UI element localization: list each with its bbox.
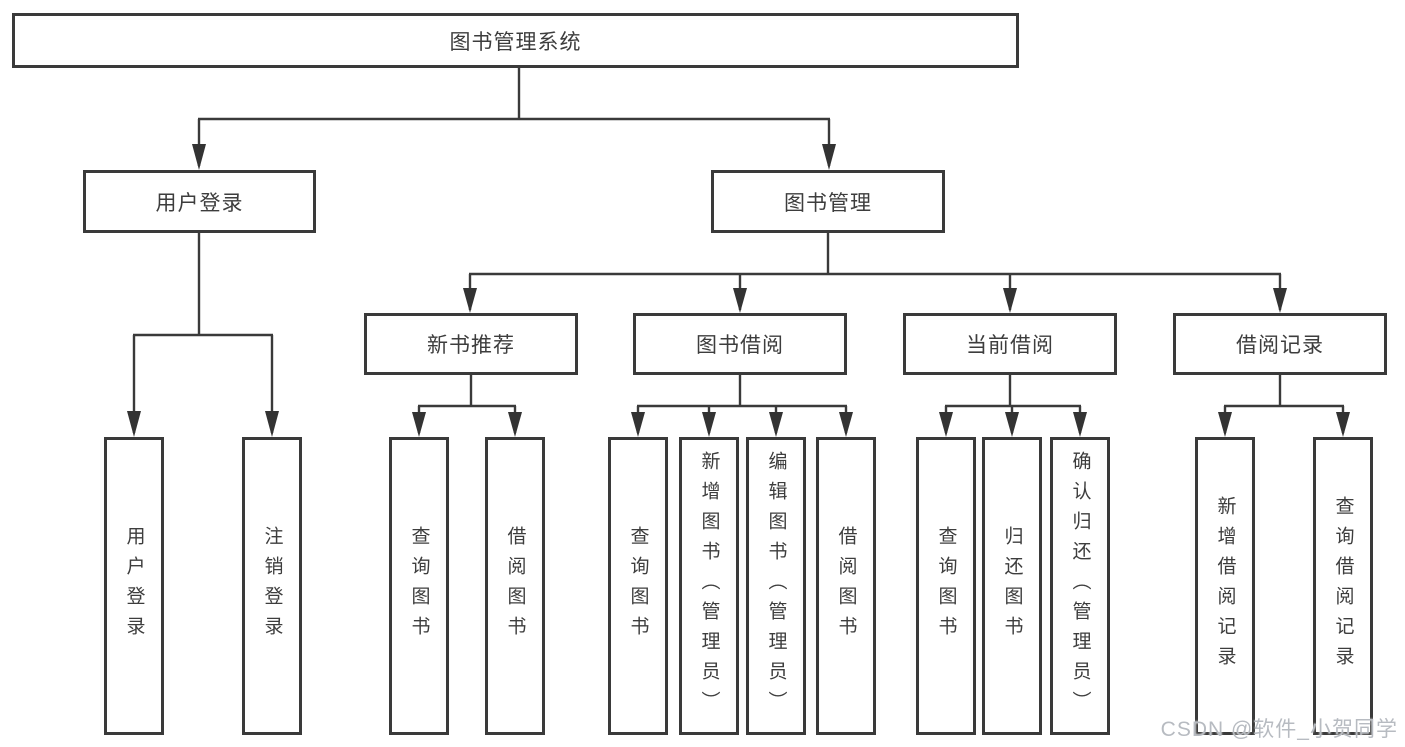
connector-book-management-to-level3 <box>463 233 1287 313</box>
node-user-login: 用户登录 <box>83 170 316 233</box>
leaf-label: 编辑图书（管理员） <box>765 451 787 721</box>
leaf-query-books-borrow: 查询图书 <box>608 437 668 735</box>
node-book-borrow: 图书借阅 <box>633 313 847 375</box>
leaf-query-books-current: 查询图书 <box>916 437 976 735</box>
leaf-add-borrow-record: 新增借阅记录 <box>1195 437 1255 735</box>
node-root-library-system: 图书管理系统 <box>12 13 1019 68</box>
leaf-label: 新增借阅记录 <box>1214 496 1236 676</box>
connector-new-book-recommend-to-leaves <box>412 375 522 437</box>
node-label: 当前借阅 <box>966 334 1054 357</box>
node-label: 图书管理 <box>784 191 872 215</box>
leaf-label: 借阅图书 <box>835 526 857 646</box>
connector-current-borrow-to-leaves <box>939 375 1087 437</box>
node-label: 借阅记录 <box>1236 334 1324 357</box>
leaf-label: 查询图书 <box>935 526 957 646</box>
leaf-query-borrow-record: 查询借阅记录 <box>1313 437 1373 735</box>
leaf-label: 借阅图书 <box>504 526 526 646</box>
node-borrow-record: 借阅记录 <box>1173 313 1387 375</box>
node-label: 图书借阅 <box>696 334 784 357</box>
leaf-borrow-books-recommend: 借阅图书 <box>485 437 545 735</box>
leaf-label: 注销登录 <box>261 526 283 646</box>
leaf-logout-login: 注销登录 <box>242 437 302 735</box>
leaf-label: 查询图书 <box>408 526 430 646</box>
leaf-return-books: 归还图书 <box>982 437 1042 735</box>
leaf-label: 查询借阅记录 <box>1332 496 1354 676</box>
connector-borrow-record-to-leaves <box>1218 375 1350 437</box>
node-label: 新书推荐 <box>427 334 515 357</box>
leaf-label: 归还图书 <box>1001 526 1023 646</box>
connector-root-to-level2 <box>192 68 836 170</box>
node-label: 图书管理系统 <box>449 30 582 54</box>
node-new-book-recommend: 新书推荐 <box>364 313 578 375</box>
leaf-user-login: 用户登录 <box>104 437 164 735</box>
leaf-add-books-admin: 新增图书（管理员） <box>679 437 739 735</box>
leaf-query-books-recommend: 查询图书 <box>389 437 449 735</box>
node-current-borrow: 当前借阅 <box>903 313 1117 375</box>
node-label: 用户登录 <box>155 191 244 215</box>
leaf-label: 确认归还（管理员） <box>1069 451 1091 721</box>
leaf-label: 查询图书 <box>627 526 649 646</box>
leaf-label: 新增图书（管理员） <box>698 451 720 721</box>
csdn-watermark: CSDN @软件_小贺同学 <box>1160 718 1398 741</box>
leaf-confirm-return-admin: 确认归还（管理员） <box>1050 437 1110 735</box>
leaf-edit-books-admin: 编辑图书（管理员） <box>746 437 806 735</box>
node-book-management: 图书管理 <box>711 170 945 233</box>
leaf-borrow-books-borrow: 借阅图书 <box>816 437 876 735</box>
connector-book-borrow-to-leaves <box>631 375 853 437</box>
leaf-label: 用户登录 <box>123 526 145 646</box>
connector-user-login-to-leaves <box>127 233 279 437</box>
